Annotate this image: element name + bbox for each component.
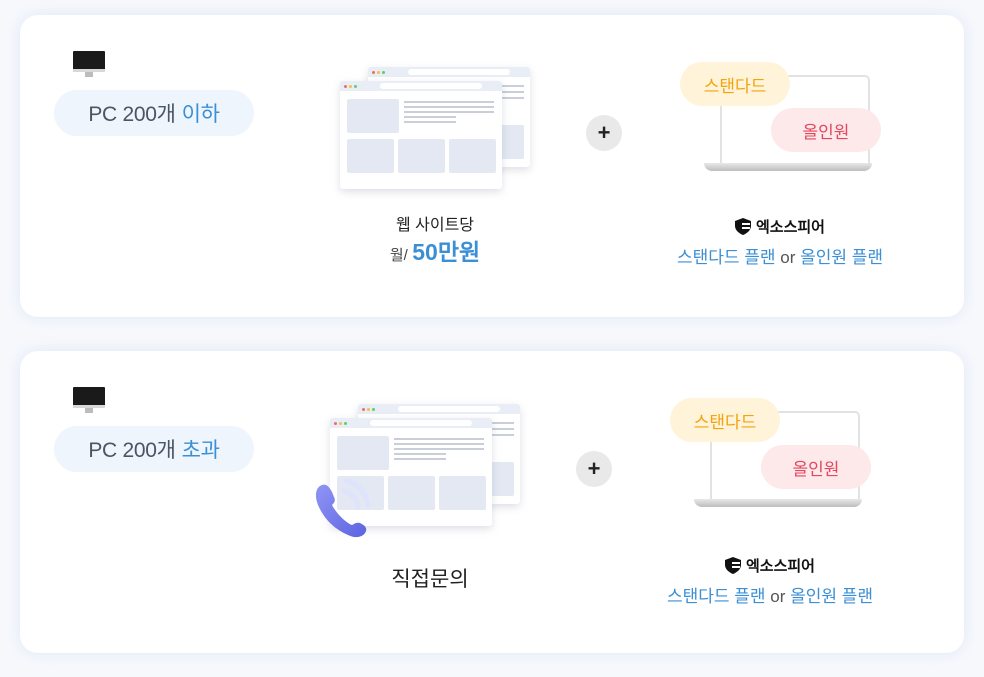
desktop-monitor-icon [73,387,105,413]
service-title: 웹 사이트당 [395,217,475,234]
product-caption: 엑소스피어 스탠다드 플랜 or 올인원 플랜 [640,554,900,607]
plan-standard: 스탠다드 플랜 [666,587,766,606]
price-caption: 웹 사이트당 월/ 50만원 [340,213,530,269]
plus-icon: + [576,451,612,487]
brand-name: 엑소스피어 [745,557,815,575]
website-illustration [340,67,540,197]
phone-call-icon [315,478,371,538]
plan-or: or [770,587,786,606]
plan-standard: 스탠다드 플랜 [676,248,776,267]
allinone-tag: 올인원 [761,445,871,489]
product-caption: 엑소스피어 스탠다드 플랜 or 올인원 플랜 [650,215,910,268]
pc-count-pill: PC 200개 초과 [54,426,254,472]
pricing-card-under-200: PC 200개 이하 웹 사이트당 월/ 50만원 [20,15,964,317]
shield-logo-icon [734,217,751,235]
pc-count-pill: PC 200개 이하 [54,90,254,136]
shield-logo-icon [724,556,741,574]
plus-icon: + [586,115,622,151]
brand-name: 엑소스피어 [755,218,825,236]
pricing-card-over-200: PC 200개 초과 [20,351,964,653]
plan-allinone: 올인원 플랜 [790,587,874,606]
standard-tag: 스탠다드 [680,62,790,106]
price-value: 50만원 [412,239,481,265]
price-prefix: 월/ [389,247,408,264]
pc-count-condition: 초과 [181,439,220,462]
contact-label: 직접문의 [391,568,469,591]
standard-tag: 스탠다드 [670,398,780,442]
desktop-monitor-icon [73,51,105,77]
pc-count-condition: 이하 [181,103,220,126]
plan-allinone: 올인원 플랜 [800,248,884,267]
allinone-tag: 올인원 [771,108,881,152]
plan-or: or [780,248,796,267]
pc-count-label: PC 200개 [88,103,176,126]
pc-count-label: PC 200개 [88,439,176,462]
